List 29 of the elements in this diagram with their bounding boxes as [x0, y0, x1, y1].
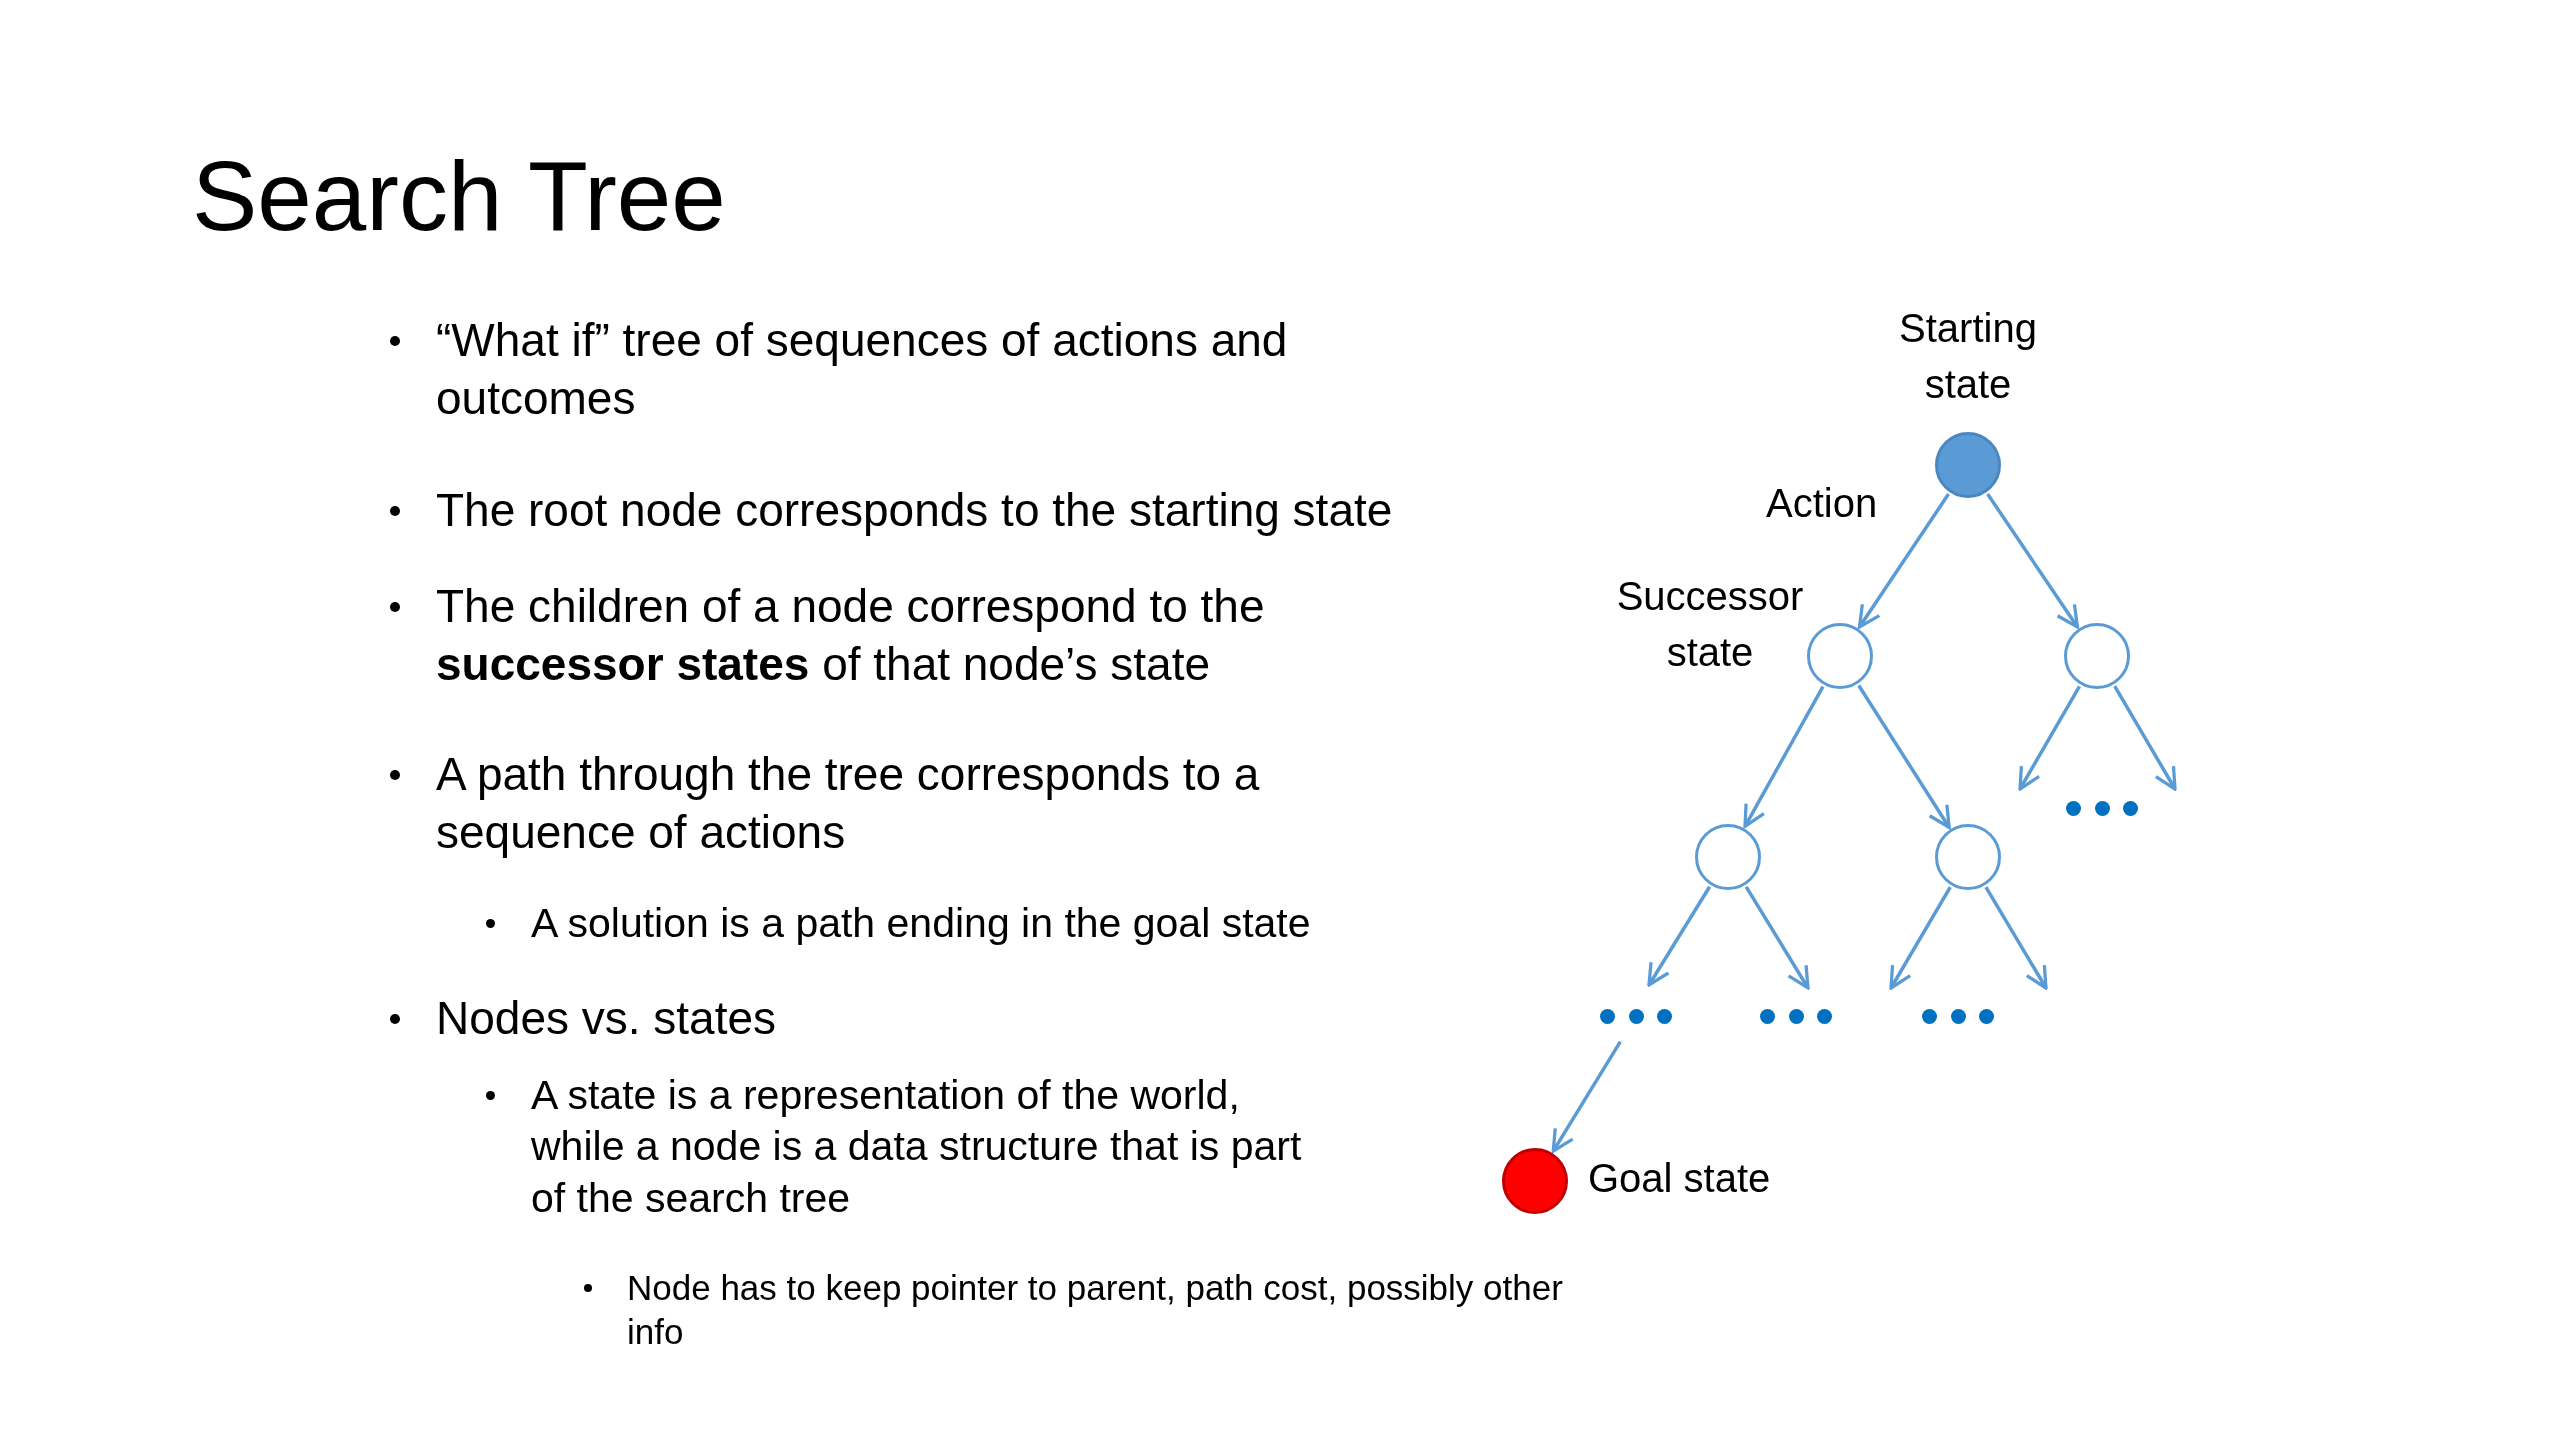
- bullet-text: A solution is a path ending in the goal state: [531, 899, 1312, 948]
- bullet-text: A state is a representation of the world, while a node is a data structure that is part of the search tree: [531, 1071, 1303, 1223]
- bullet-text: Node has to keep pointer to parent, path cost, possibly other info: [627, 1267, 1564, 1353]
- bullet-text: The children of a node correspond to the successor states of that node’s state: [436, 579, 1266, 692]
- arrow: [1984, 886, 2048, 990]
- bullet-text: The root node corresponds to the starting state: [436, 483, 1394, 538]
- arrow: [1889, 886, 1952, 990]
- node-caption: Starting state: [1898, 305, 2038, 408]
- arrow: [1986, 493, 2080, 629]
- arrow: [1857, 493, 1950, 629]
- bullet-text: A path through the tree corresponds to a sequence of actions: [436, 747, 1261, 860]
- bullet-text: Nodes vs. states: [436, 991, 778, 1046]
- node-caption: Goal state: [1588, 1155, 1771, 1202]
- tree-node-circle: [2064, 623, 2130, 689]
- arrow: [1744, 885, 1810, 990]
- arrow: [1743, 685, 1825, 829]
- slide-title: Search Tree: [192, 140, 726, 253]
- ellipsis-dots: [1600, 1008, 1672, 1024]
- ellipsis-dots: [1760, 1008, 1832, 1024]
- ellipsis-dots: [1922, 1008, 1994, 1024]
- ellipsis-dots: [2066, 800, 2138, 816]
- arrow: [2018, 685, 2081, 791]
- arrow: [1857, 684, 1951, 830]
- node-caption: Successor state: [1615, 573, 1805, 676]
- arrow: [1551, 1040, 1622, 1153]
- tree-node-circle: [1807, 623, 1873, 689]
- bullet-text: “What if” tree of sequences of actions and outcomes: [436, 313, 1289, 426]
- arrow: [1647, 885, 1712, 987]
- arrow: [2113, 685, 2177, 791]
